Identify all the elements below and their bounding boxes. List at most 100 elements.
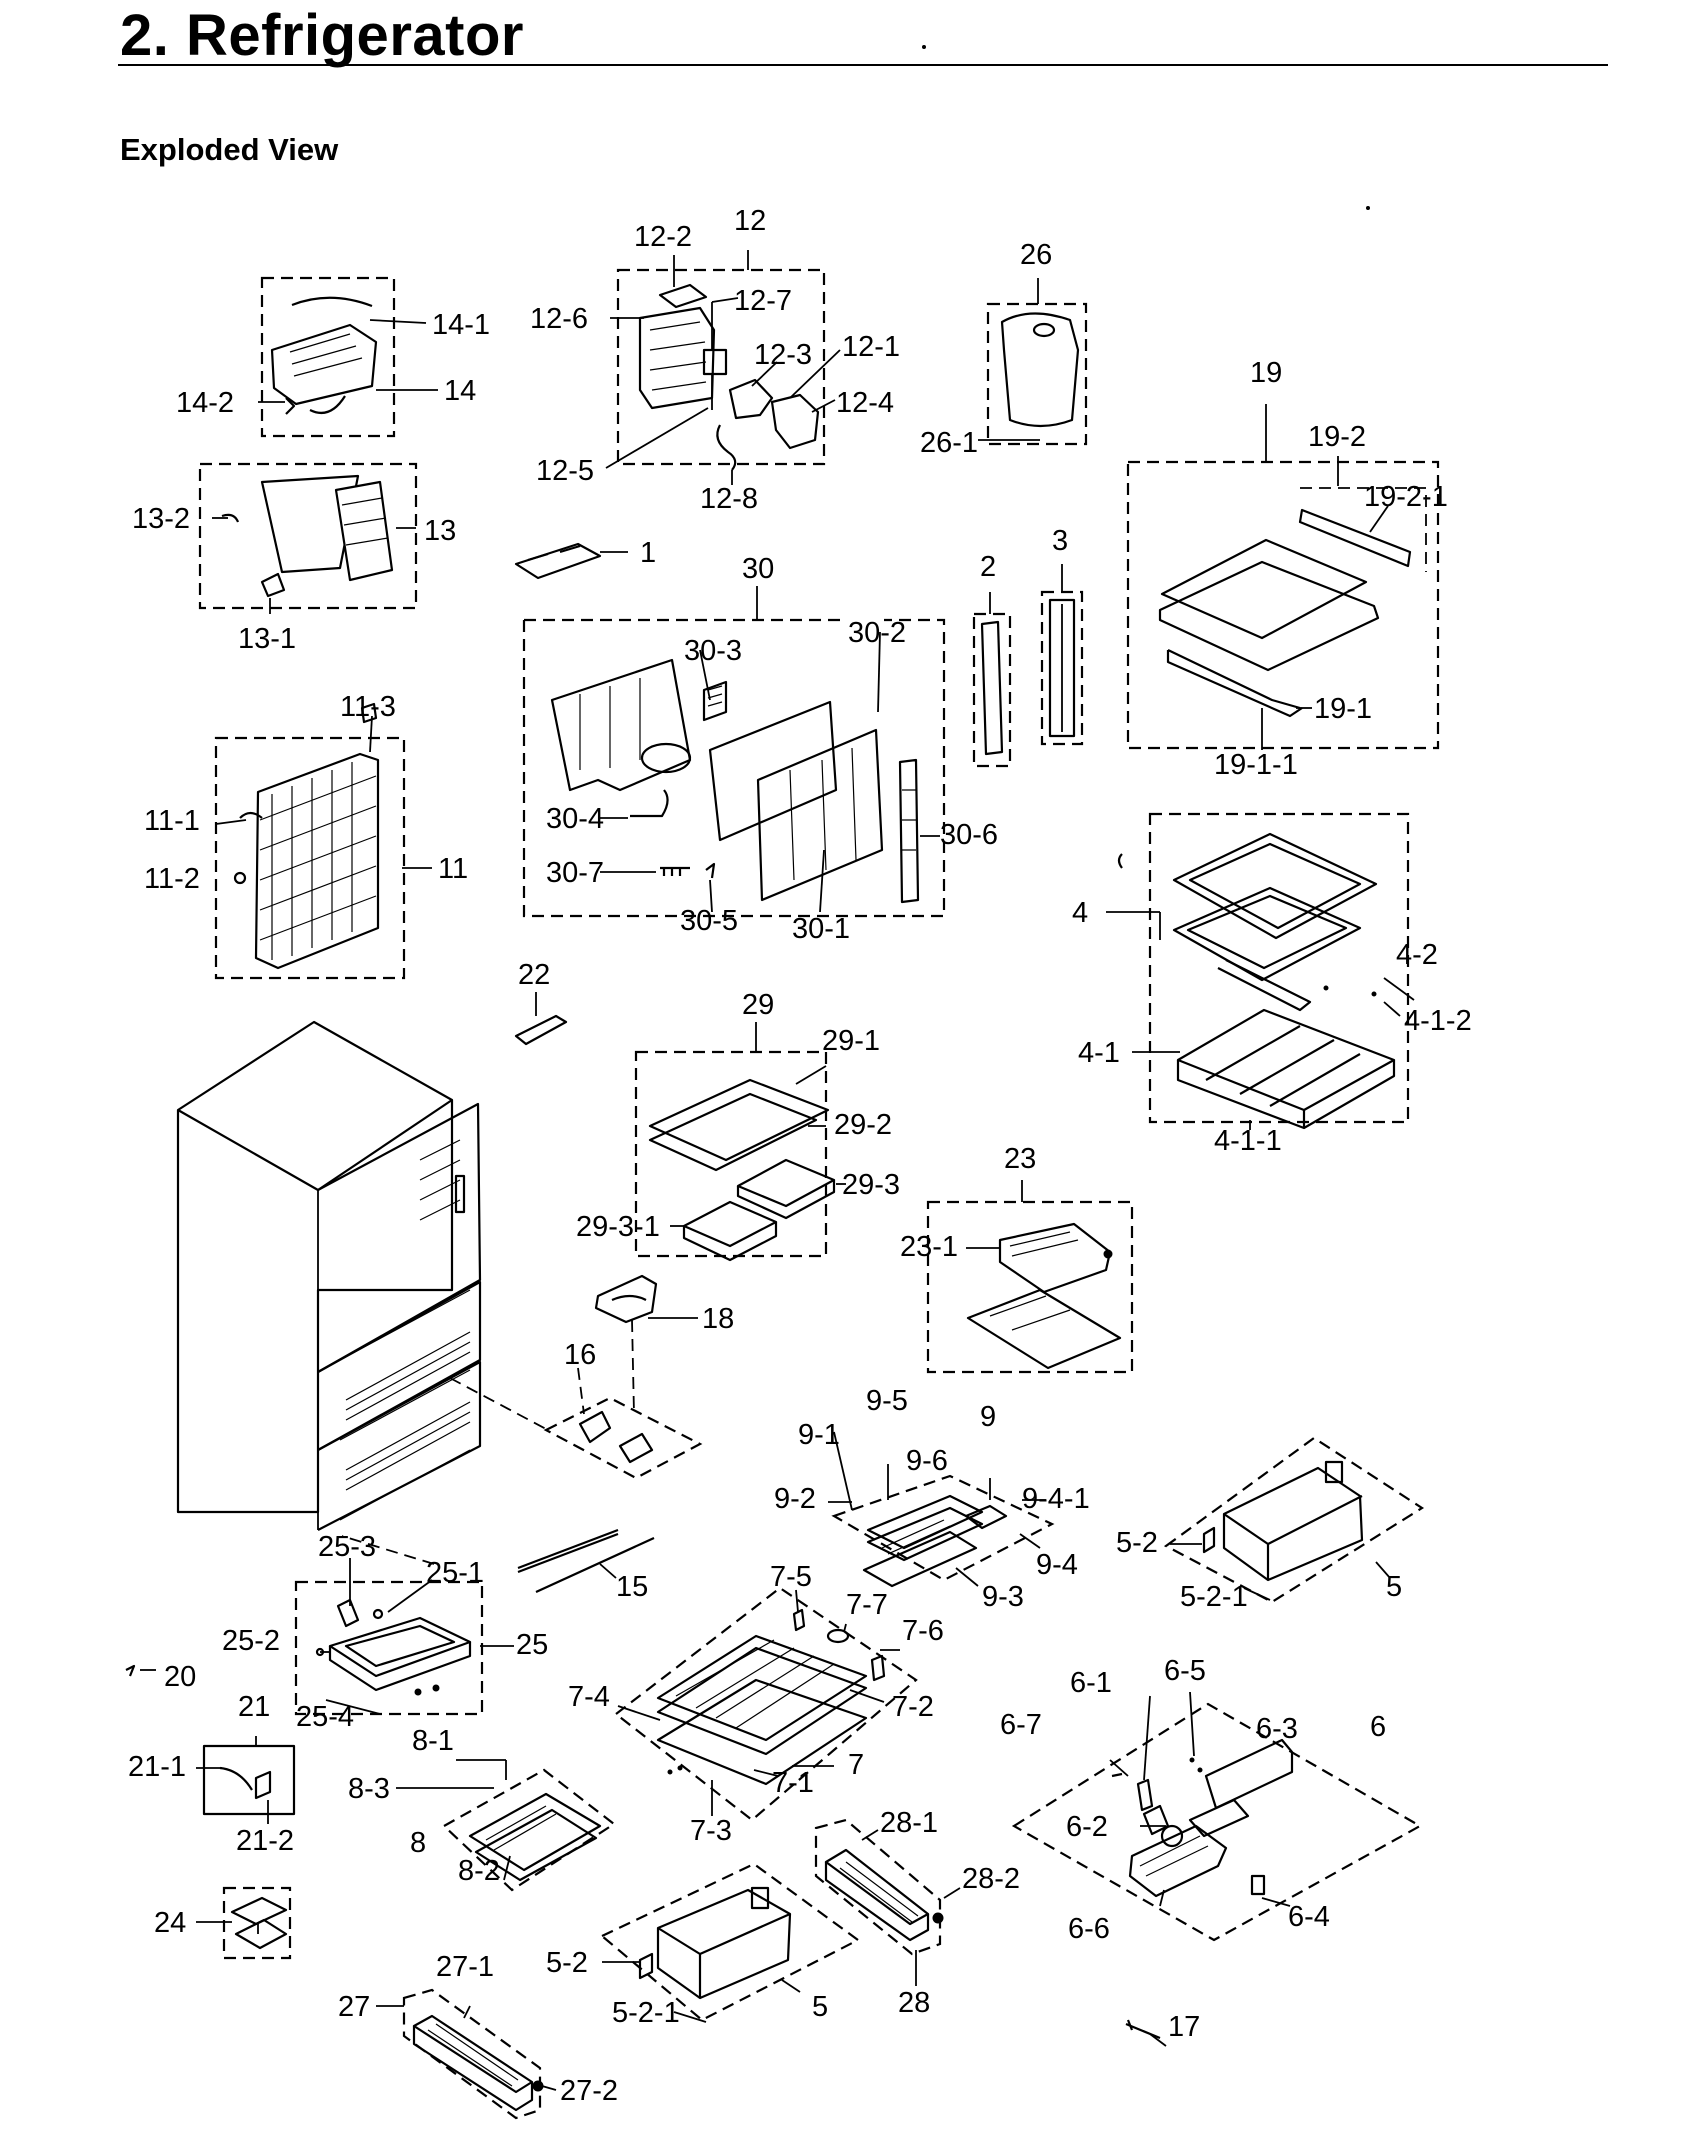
label-6-4: 6-4: [1288, 1901, 1330, 1933]
part-group-6: [1011, 1691, 1423, 1942]
part-group-11: [214, 702, 432, 980]
refrigerator-cabinet: [176, 1020, 549, 1565]
label-25-4: 25-4: [296, 1701, 354, 1733]
label-19-2: 19-2: [1308, 421, 1366, 453]
label-21: 21: [238, 1691, 270, 1723]
label-19-1: 19-1: [1314, 693, 1372, 725]
label-4-1-1: 4-1-1: [1214, 1125, 1282, 1157]
label-5-lower: 5: [812, 1991, 828, 2023]
label-4-1: 4-1: [1078, 1037, 1120, 1069]
label-23-1: 23-1: [900, 1231, 958, 1263]
label-28: 28: [898, 1987, 930, 2019]
part-group-23: [926, 1180, 1134, 1374]
label-12-8: 12-8: [700, 483, 758, 515]
label-12-1: 12-1: [842, 331, 900, 363]
label-15: 15: [616, 1571, 648, 1603]
part-group-13: [198, 462, 418, 614]
label-7-2: 7-2: [892, 1691, 934, 1723]
label-12-3: 12-3: [754, 339, 812, 371]
label-7-7: 7-7: [846, 1589, 888, 1621]
label-22: 22: [518, 959, 550, 991]
label-8-3: 8-3: [348, 1773, 390, 1805]
label-19-2-1: 19-2-1: [1364, 481, 1448, 513]
label-25-1: 25-1: [426, 1557, 484, 1589]
label-14: 14: [444, 375, 476, 407]
label-4-2: 4-2: [1396, 939, 1438, 971]
part-20: [125, 1664, 156, 1677]
label-8-1: 8-1: [412, 1725, 454, 1757]
label-30-3: 30-3: [684, 635, 742, 667]
section-title: Exploded View: [120, 132, 339, 167]
label-30-2: 30-2: [848, 617, 906, 649]
label-26: 26: [1020, 239, 1052, 271]
part-3: [1040, 564, 1084, 746]
label-7-5: 7-5: [770, 1561, 812, 1593]
label-19-1-1: 19-1-1: [1214, 749, 1298, 781]
label-23: 23: [1004, 1143, 1036, 1175]
part-group-14: [258, 276, 438, 438]
label-9-6: 9-6: [906, 1445, 948, 1477]
label-27: 27: [338, 1991, 370, 2023]
label-7-1: 7-1: [772, 1767, 814, 1799]
label-13-2: 13-2: [132, 503, 190, 535]
label-30: 30: [742, 553, 774, 585]
label-12-6: 12-6: [530, 303, 588, 335]
part-1: [514, 542, 628, 580]
label-5-2-1-upper: 5-2-1: [1180, 1581, 1248, 1613]
part-18: [594, 1274, 698, 1324]
label-9-4-1: 9-4-1: [1022, 1483, 1090, 1515]
label-9-1: 9-1: [798, 1419, 840, 1451]
part-17: [1125, 2019, 1167, 2047]
label-7-6: 7-6: [902, 1615, 944, 1647]
label-30-4: 30-4: [546, 803, 604, 835]
stray-marks: [922, 45, 1377, 997]
label-26-1: 26-1: [920, 427, 978, 459]
label-24: 24: [154, 1907, 186, 1939]
part-2: [972, 592, 1012, 768]
label-14-1: 14-1: [432, 309, 490, 341]
part-22: [514, 992, 568, 1046]
label-30-6: 30-6: [940, 819, 998, 851]
label-25: 25: [516, 1629, 548, 1661]
label-12-7: 12-7: [734, 285, 792, 317]
part-group-28: [814, 1818, 961, 1986]
part-15: [517, 1528, 655, 1594]
part-group-5-lower: [599, 1862, 861, 2023]
label-7-3: 7-3: [690, 1815, 732, 1847]
label-30-5: 30-5: [680, 905, 738, 937]
label-29-3-1: 29-3-1: [576, 1211, 660, 1243]
part-group-30: [522, 586, 946, 918]
title-underline: [118, 64, 1608, 66]
label-6-3: 6-3: [1256, 1713, 1298, 1745]
label-6-7: 6-7: [1000, 1709, 1042, 1741]
label-12-2: 12-2: [634, 221, 692, 253]
label-5-2-upper: 5-2: [1116, 1527, 1158, 1559]
label-27-1: 27-1: [436, 1951, 494, 1983]
label-12: 12: [734, 205, 766, 237]
label-9: 9: [980, 1401, 996, 1433]
label-11-3: 11-3: [340, 691, 396, 723]
part-group-7: [614, 1586, 918, 1822]
label-28-1: 28-1: [880, 1807, 938, 1839]
label-5-upper: 5: [1386, 1571, 1402, 1603]
label-29-2: 29-2: [834, 1109, 892, 1141]
label-25-3: 25-3: [318, 1531, 376, 1563]
label-28-2: 28-2: [962, 1863, 1020, 1895]
label-4-1-2: 4-1-2: [1404, 1005, 1472, 1037]
label-8: 8: [410, 1827, 426, 1859]
part-group-8: [396, 1759, 616, 1892]
label-7: 7: [848, 1749, 864, 1781]
page-title: 2. Refrigerator: [120, 3, 524, 68]
label-12-4: 12-4: [836, 387, 894, 419]
label-9-5: 9-5: [866, 1385, 908, 1417]
label-5-2-1-lower: 5-2-1: [612, 1997, 680, 2029]
label-1: 1: [640, 537, 656, 569]
part-group-29: [634, 1022, 846, 1262]
label-29-3: 29-3: [842, 1169, 900, 1201]
label-6-1: 6-1: [1070, 1667, 1112, 1699]
label-25-2: 25-2: [222, 1625, 280, 1657]
label-2: 2: [980, 551, 996, 583]
label-8-2: 8-2: [458, 1855, 500, 1887]
label-21-1: 21-1: [128, 1751, 186, 1783]
